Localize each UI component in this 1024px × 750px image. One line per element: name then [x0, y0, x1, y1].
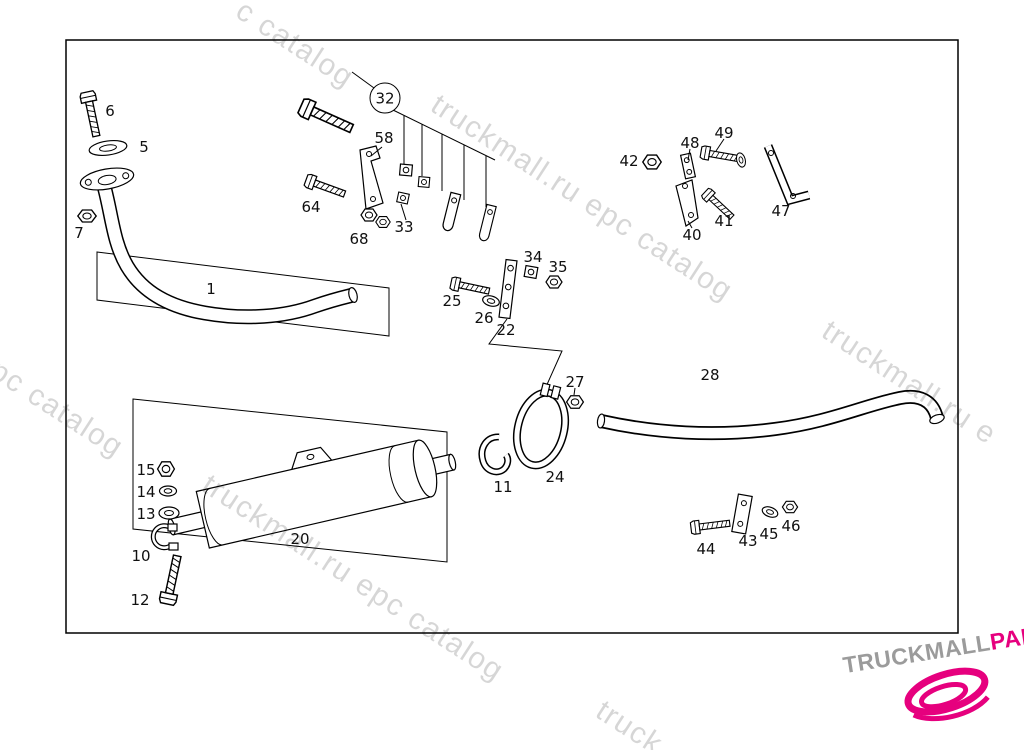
part-33-cage-nuts: [396, 163, 431, 205]
part-25-bolt: [449, 275, 492, 299]
part-13-washer: [158, 506, 180, 520]
part-7-nut: [77, 209, 97, 223]
leader-lines: [370, 138, 725, 396]
part-48-bracket: [679, 152, 697, 180]
part-27-nut: [565, 395, 585, 409]
part-20-muffler: [167, 439, 457, 549]
part-11-hanger: [478, 433, 512, 476]
clamp-plate-b: [478, 203, 497, 242]
brand-logo: TRUCKMALLPARTS: [841, 617, 1024, 741]
part-40-bracket: [675, 179, 699, 227]
part-26-washer: [480, 293, 502, 309]
part-6-bolt: [78, 89, 105, 139]
part-47-bracket: [763, 144, 811, 206]
part-49-bolt: [699, 144, 742, 166]
part-42-nut: [642, 154, 662, 170]
diagram-border: [65, 39, 959, 634]
part-35-nut: [545, 275, 563, 289]
clamp-plate-a: [442, 191, 462, 232]
part-1-front-pipe: [79, 167, 358, 325]
part-10-clamp: [150, 523, 179, 551]
part-22-strap: [498, 258, 518, 320]
part-24-clamp: [512, 382, 570, 470]
part-68-nuts: [360, 208, 391, 228]
group-box-front-pipe: [96, 251, 390, 337]
part-28-tail-pipe: [596, 390, 945, 441]
part-41-bolt: [700, 186, 737, 223]
part-14-washer: [158, 485, 178, 497]
part-49-washer: [734, 151, 748, 169]
part-44-bolt: [689, 516, 732, 536]
group-box-muffler: [132, 398, 448, 563]
part-15-nut: [156, 461, 176, 477]
part-43-plate: [731, 493, 753, 535]
part-64-bolt: [303, 172, 348, 202]
part-45-washer: [760, 504, 780, 520]
part-34-cage-nut: [523, 264, 539, 280]
part-5-washer: [88, 139, 128, 157]
part-58-bolt: [296, 96, 357, 138]
tire-swirl-icon: [904, 667, 990, 722]
part-46-nut: [781, 500, 799, 514]
part-12-bolt: [158, 553, 187, 607]
